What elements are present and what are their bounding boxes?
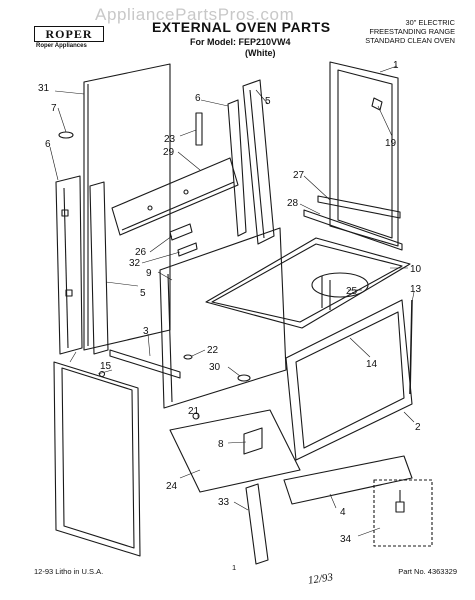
callout-10: 10 [410, 264, 422, 275]
callout-28: 28 [287, 198, 299, 209]
callout-34: 34 [340, 534, 352, 545]
clip-26 [169, 223, 193, 241]
front-panel [159, 227, 287, 409]
callout-1: 1 [393, 60, 399, 71]
callout-26: 26 [135, 247, 147, 258]
rod-13 [409, 299, 413, 395]
diagram-title: EXTERNAL OVEN PARTS [152, 19, 331, 35]
range-desc-line2: FREESTANDING RANGE [369, 27, 455, 36]
callout-8: 8 [218, 439, 224, 450]
upper-rail [227, 99, 247, 237]
trim-27 [317, 195, 401, 219]
brand-logo: ROPER [34, 26, 104, 42]
callout-4: 4 [340, 507, 346, 518]
range-desc-line1: 30" ELECTRIC [405, 18, 455, 27]
back-panel [83, 63, 171, 351]
door-frame-top [329, 61, 399, 247]
bracket-23 [195, 112, 203, 146]
fastener-21 [192, 412, 200, 420]
knob-30 [237, 374, 251, 382]
callout-14: 14 [366, 359, 378, 370]
brand-subtitle: Roper Appliances [36, 43, 87, 49]
color-label: (White) [245, 48, 276, 58]
callout-6b: 6 [45, 139, 51, 150]
callout-25: 25 [346, 286, 358, 297]
callout-21: 21 [188, 406, 200, 417]
callout-13: 13 [410, 284, 422, 295]
callout-32: 32 [129, 258, 141, 269]
watermark: AppliancePartsPros.com [95, 5, 295, 24]
bottom-bracket [243, 427, 263, 455]
oven-cabinet [285, 299, 413, 461]
callout-31: 31 [38, 83, 50, 94]
drawer-front-4 [283, 455, 413, 505]
callout-30: 30 [209, 362, 221, 373]
callout-5a: 5 [265, 96, 271, 107]
callout-3: 3 [143, 326, 149, 337]
callout-29: 29 [163, 147, 175, 158]
footer-part-number: Part No. 4363329 [398, 567, 457, 576]
callout-6a: 6 [195, 93, 201, 104]
callout-23: 23 [164, 134, 176, 145]
callout-9: 9 [146, 268, 152, 279]
leg-33 [245, 483, 269, 565]
callout-5b: 5 [140, 288, 146, 299]
callout-7: 7 [51, 103, 57, 114]
callout-33: 33 [218, 497, 230, 508]
callout-24: 24 [166, 481, 178, 492]
trim-28 [303, 209, 403, 251]
footer-date-litho: 12-93 Litho in U.S.A. [34, 567, 104, 576]
cooktop [205, 237, 411, 329]
cross-panel [111, 157, 239, 236]
model-label: For Model: FEP210VW4 [190, 37, 291, 47]
hinge-19 [371, 97, 383, 111]
element-25 [311, 272, 369, 298]
screw-22 [183, 354, 193, 360]
callout-19: 19 [385, 138, 397, 149]
door-inner-panel [53, 361, 141, 557]
range-desc-line3: STANDARD CLEAN OVEN [365, 36, 455, 45]
bottom-pan [169, 409, 301, 493]
inset-box-34 [373, 479, 433, 547]
lower-rail [109, 349, 181, 379]
callout-27: 27 [293, 170, 305, 181]
side-panel-left [55, 175, 83, 355]
footer-mark: 1 [232, 563, 237, 572]
clip-32 [177, 242, 198, 257]
inner-rail-left [89, 181, 109, 355]
callout-2: 2 [415, 422, 421, 433]
callout-15: 15 [100, 361, 112, 372]
clip-7 [58, 131, 74, 139]
callout-22: 22 [207, 345, 219, 356]
side-rail-right [242, 79, 275, 245]
